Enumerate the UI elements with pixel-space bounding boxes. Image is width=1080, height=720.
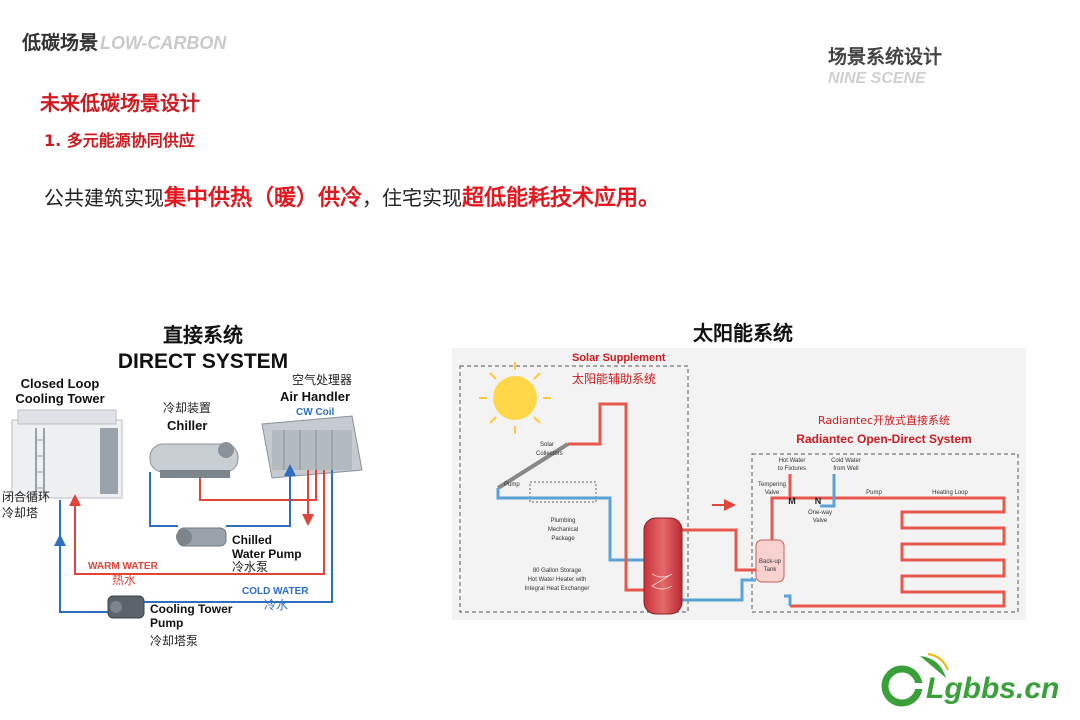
tower-pump-label-cn: 冷却塔泵 [150,634,198,648]
header-right-en: NINE SCENE [828,70,926,87]
summary-part-1: 公共建筑实现 [44,186,164,210]
solar-title-cn: 太阳能系统 [693,321,793,345]
header-right-cn: 场景系统设计 [828,46,943,68]
pump-label: Pump [504,482,520,488]
tower-pump-label-1: Cooling Tower [150,602,233,616]
direct-title-cn: 直接系统 [163,323,243,347]
collectors-label-1: Solar [540,442,554,448]
tower-label-en-1: Closed Loop [21,376,100,391]
chiller-graphic [149,442,239,478]
systems-diagram: 直接系统 DIRECT SYSTEM Closed Loop Cooling T… [2,321,1026,648]
plumbing-label-2: Mechanical [548,527,578,533]
radiantec-label-en: Radiantec Open-Direct System [796,432,971,446]
tempering-label-1: Tempering [758,482,786,488]
header-right: 场景系统设计 NINE SCENE [828,42,942,88]
valve-m-label: M [788,496,796,506]
chilled-pump-label-2: Water Pump [232,547,302,561]
chiller-label-cn: 冷却装置 [163,401,211,415]
logo-text: Lgbbs.cn [926,672,1059,705]
summary-part-2: ，住宅实现 [362,186,463,210]
air-handler-label-cn: 空气处理器 [292,372,352,387]
page-title: 未来低碳场景设计 [40,91,200,115]
radiantec-box [751,453,1019,613]
warm-water-label-cn: 热水 [112,573,136,587]
collectors-label-2: Collectors [536,451,563,457]
cw-coil-label: CW Coil [296,407,335,418]
solar-supplement-cn: 太阳能辅助系统 [572,371,656,386]
backup-label-1: Back-up [759,559,782,565]
backup-tank [755,539,785,583]
warm-water-label-en: WARM WATER [88,561,159,572]
storage-label-1: 80 Gallon Storage [533,568,582,574]
tower-pump-label-2: Pump [150,616,183,630]
hot-water-label-2: to Fixtures [778,466,806,472]
cold-water-label-2: from Well [833,466,858,472]
valve-n-label: N [815,496,822,506]
chilled-pump-label-cn: 冷水泵 [232,560,268,574]
summary-highlight-2: 超低能耗技术应用。 [462,186,661,211]
logo-leaf-icon [881,653,949,707]
chilled-pump-label-1: Chilled [232,533,272,547]
air-handler-label-en: Air Handler [280,389,350,404]
solar-collector [496,442,570,490]
storage-label-2: Hot Water Heater with [528,577,587,583]
tower-label-en-2: Cooling Tower [15,391,104,406]
header-left-cn: 低碳场景 [22,32,99,54]
solar-pipes [496,402,1006,608]
solar-supplement-box [459,365,689,613]
storage-tank [643,517,683,615]
cold-water-label-cn: 冷水 [264,598,288,612]
chiller-label-en: Chiller [167,418,207,433]
pump2-label: Pump [866,490,882,496]
direct-title-en: DIRECT SYSTEM [118,350,288,373]
header-left: 低碳场景 LOW-CARBON [22,28,226,55]
radiantec-label-cn: Radiantec开放式直接系统 [818,413,950,427]
warm-water-pipes [69,470,325,575]
cold-water-label-1: Cold Water [831,458,861,464]
site-logo: Lgbbs.cn [881,653,1059,707]
plumbing-label-1: Plumbing [550,518,575,524]
oneway-label-2: Valve [813,518,828,524]
air-handler-graphic [261,415,363,479]
plumbing-package-box [529,481,597,503]
plumbing-label-3: Package [551,536,575,542]
cooling-tower-graphic [11,409,123,499]
cold-water-pipes [54,464,333,613]
storage-label-3: Integral Heat Exchanger [525,586,590,592]
tower-label-cn-2: 冷却塔 [2,506,38,520]
summary-line: 公共建筑实现集中供热（暖）供冷，住宅实现超低能耗技术应用。 [44,180,660,212]
chilled-pump-graphic [176,527,227,547]
heating-loop-label: Heating Loop [932,490,968,496]
direct-system: 直接系统 DIRECT SYSTEM Closed Loop Cooling T… [2,323,363,648]
header-left-en: LOW-CARBON [100,33,227,53]
tower-label-cn-1: 闭合循环 [2,489,50,504]
tower-pump-graphic [107,595,145,619]
summary-highlight-1: 集中供热（暖）供冷 [164,186,363,211]
solar-system: 太阳能系统 Solar Supplement 太阳能辅助系统 Solar Col… [452,321,1026,620]
hot-water-label-1: Hot Water [779,458,806,464]
sun-icon [479,362,551,434]
tempering-label-2: Valve [765,490,780,496]
oneway-label-1: One-way [808,510,832,516]
cold-water-label-en: COLD WATER [242,586,309,597]
page-subtitle: 1. 多元能源协同供应 [44,131,195,150]
backup-label-2: Tank [764,567,778,573]
solar-supplement-en: Solar Supplement [572,352,666,364]
